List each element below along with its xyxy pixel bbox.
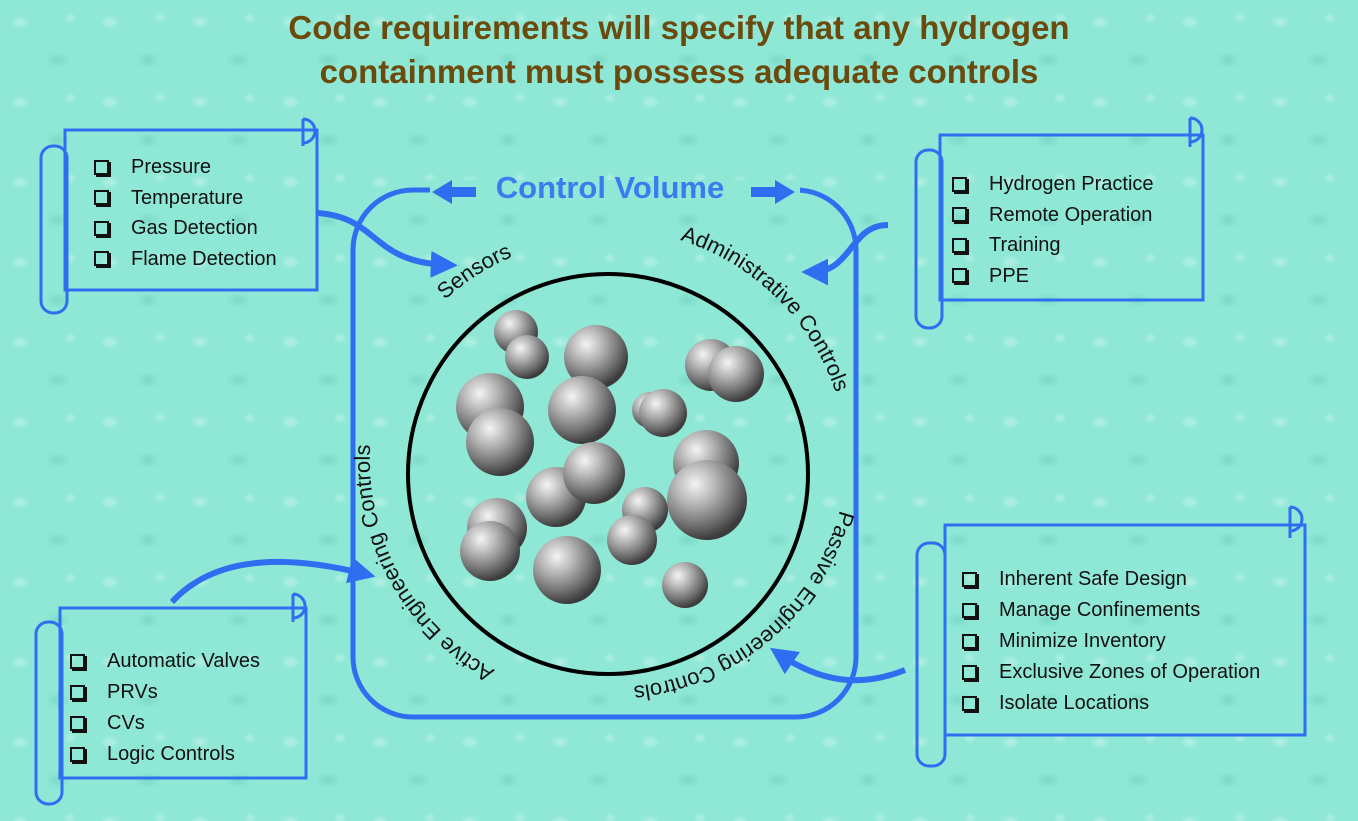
sphere-icon <box>685 339 764 402</box>
sphere-icon <box>460 498 527 581</box>
checkbox-icon <box>952 207 967 223</box>
checkbox-icon <box>94 159 109 175</box>
checkbox-icon <box>94 220 109 236</box>
list-item: Manage Confinements <box>962 595 1260 626</box>
sphere-icon <box>533 536 601 604</box>
list-item: Exclusive Zones of Operation <box>962 657 1260 688</box>
control-volume-arrow-icon <box>432 180 795 204</box>
list-item: Pressure <box>94 152 277 183</box>
checkbox-icon <box>962 572 977 587</box>
list-item: PPE <box>952 261 1154 292</box>
list-item: Automatic Valves <box>70 646 260 677</box>
arrow-icon <box>770 647 907 684</box>
sphere-icon <box>526 442 625 527</box>
list-item: Logic Controls <box>70 739 260 770</box>
sphere-icon <box>494 310 549 379</box>
checkbox-icon <box>70 747 85 762</box>
title-line-1: Code requirements will specify that any … <box>288 9 1070 46</box>
list-item: Hydrogen Practice <box>952 169 1154 200</box>
arrow-icon <box>801 222 889 286</box>
checkbox-icon <box>70 685 85 700</box>
title-line-2: containment must possess adequate contro… <box>319 53 1039 90</box>
checkbox-icon <box>952 268 967 284</box>
checkbox-icon <box>94 190 109 206</box>
containment-circle <box>406 272 810 676</box>
checkbox-icon <box>952 176 967 192</box>
list-item: Isolate Locations <box>962 688 1260 719</box>
list-item: Temperature <box>94 183 277 214</box>
list-item: Gas Detection <box>94 213 277 244</box>
sphere-icon <box>456 373 534 476</box>
control-volume-label: Control Volume <box>495 170 725 205</box>
checkbox-icon <box>962 696 977 711</box>
scroll-icon <box>34 116 1307 806</box>
sphere-icon <box>607 487 668 565</box>
active-engineering-list: Automatic Valves PRVs CVs Logic Controls <box>70 646 260 770</box>
arrow-icon <box>169 557 376 605</box>
arrow-icon <box>317 210 458 278</box>
list-item: Flame Detection <box>94 244 277 275</box>
checkbox-icon <box>962 634 977 649</box>
sphere-icon <box>548 325 628 444</box>
sphere-icon <box>667 430 747 540</box>
page-title: Code requirements will specify that any … <box>0 6 1358 94</box>
sphere-icon <box>662 562 708 608</box>
checkbox-icon <box>962 665 977 680</box>
checkbox-icon <box>70 654 85 669</box>
ring-label-sensors: Sensors <box>432 238 515 304</box>
list-item: Training <box>952 230 1154 261</box>
sensors-list: Pressure Temperature Gas Detection Flame… <box>94 152 277 274</box>
list-item: Inherent Safe Design <box>962 564 1260 595</box>
checkbox-icon <box>70 716 85 731</box>
list-item: CVs <box>70 708 260 739</box>
checkbox-icon <box>94 251 109 267</box>
list-item: PRVs <box>70 677 260 708</box>
sphere-icon <box>632 389 687 437</box>
passive-engineering-list: Inherent Safe Design Manage Confinements… <box>962 564 1260 719</box>
administrative-list: Hydrogen Practice Remote Operation Train… <box>952 169 1154 291</box>
checkbox-icon <box>962 603 977 618</box>
list-item: Remote Operation <box>952 200 1154 231</box>
checkbox-icon <box>952 237 967 253</box>
list-item: Minimize Inventory <box>962 626 1260 657</box>
hydrogen-molecules <box>456 310 764 608</box>
